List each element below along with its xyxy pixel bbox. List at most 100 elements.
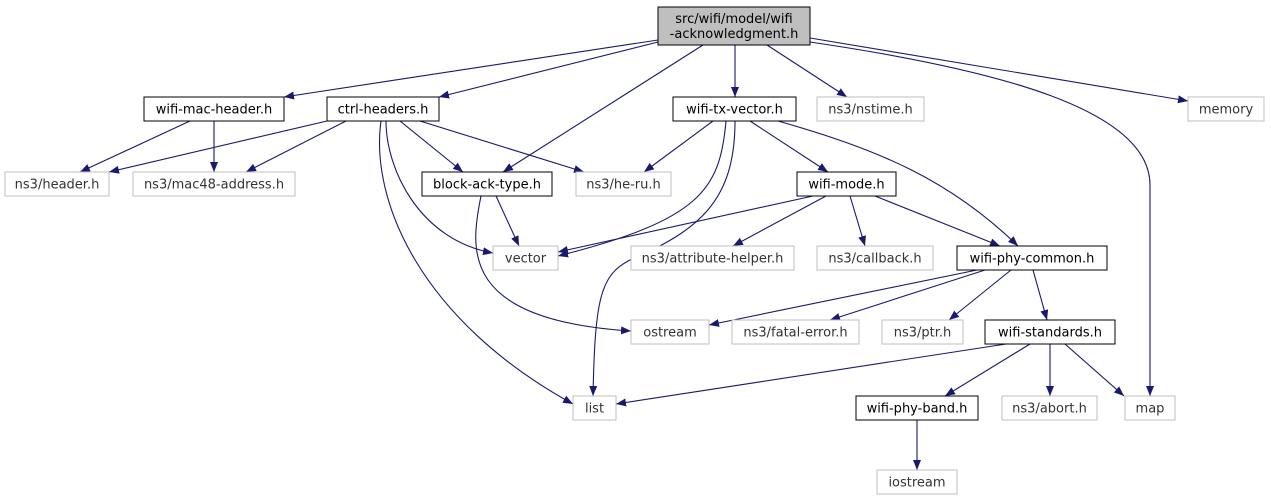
node-box [143,96,285,122]
edge-arrow [379,120,574,405]
node-root[interactable]: src/wifi/model/wifi-acknowledgment.h [657,6,811,46]
node-label: ostream [643,326,697,341]
node-nstime: ns3/nstime.h [816,96,925,122]
edge-wifi_mode-to-vector [557,195,814,254]
edge-arrow [809,37,1189,104]
edge-ctrl_headers-to-list [379,120,574,405]
edge-arrow [849,195,866,247]
node-box [816,96,925,122]
node-wifi-tx-vector[interactable]: wifi-tx-vector.h [672,96,797,122]
edge-wifi_tx_vector-to-vector [557,120,727,258]
node-box [657,6,811,46]
edge-wifi_standards-to-list [615,343,1007,407]
node-box [731,319,860,345]
edge-ctrl_headers-to-mac48 [245,120,347,173]
edge-wifi_tx_vector-to-wifi_phy_common [777,120,1019,247]
edge-arrow [399,120,464,173]
edge-arrow [948,269,1012,321]
node-label: src/wifi/model/wifi [675,12,792,27]
node-wifi-mode[interactable]: wifi-mode.h [796,171,897,197]
edge-root-to-wifi_mac_header [283,39,659,100]
edge-arrow [419,120,585,173]
edge-wifi_mode-to-callback [849,195,866,247]
node-label: memory [1199,103,1254,118]
edge-arrow [283,39,659,100]
node-box [672,96,797,122]
node-label: ctrl-headers.h [338,103,429,118]
node-box [1187,96,1265,122]
node-label: -acknowledgment.h [670,27,799,42]
edge-arrow [385,120,494,256]
node-box [796,171,897,197]
node-label: ns3/abort.h [1012,402,1087,417]
edge-wifi_mode-to-wifi_phy_common [874,195,1001,247]
node-label: ns3/mac48-address.h [144,178,284,193]
node-label: vector [505,252,547,267]
edge-arrow [557,120,727,258]
node-wifi-phy-common[interactable]: wifi-phy-common.h [956,245,1108,271]
node-label: ns3/he-ru.h [586,178,661,193]
node-label: iostream [888,476,945,491]
edge-root-to-ctrl_headers [438,41,659,99]
node-wifi-phy-band[interactable]: wifi-phy-band.h [855,395,979,421]
node-label: ns3/attribute-helper.h [642,252,784,267]
node-box [1124,395,1176,421]
node-label: block-ack-type.h [433,178,541,193]
edge-block_ack_type-to-ostream [475,195,632,335]
edge-arrow [708,269,978,327]
node-memory: memory [1187,96,1265,122]
node-block-ack-type[interactable]: block-ack-type.h [421,171,553,197]
edge-arrow [475,195,632,335]
node-box [492,245,559,271]
node-box [956,245,1108,271]
node-ostream: ostream [630,319,710,345]
node-label: wifi-phy-band.h [867,402,968,417]
node-label: ns3/callback.h [828,252,921,267]
node-he-ru: ns3/he-ru.h [575,171,672,197]
edge-arrow [79,120,191,173]
edge-ctrl_headers-to-block_ack_type [399,120,464,173]
edge-arrow [944,343,1031,397]
edge-arrow [809,41,1154,396]
node-box [421,171,553,197]
node-list: list [572,395,617,421]
edge-arrow [1064,343,1125,397]
node-box [816,245,934,271]
node-attribute-helper: ns3/attribute-helper.h [630,245,795,271]
node-ctrl-headers[interactable]: ctrl-headers.h [326,96,440,122]
edge-arrow [643,120,714,173]
edge-arrow [829,269,986,321]
node-wifi-mac-header[interactable]: wifi-mac-header.h [143,96,285,122]
node-ptr: ns3/ptr.h [881,319,964,345]
edge-ctrl_headers-to-header [108,120,328,174]
edge-arrow [766,44,848,98]
edge-arrow [732,195,827,247]
node-abort: ns3/abort.h [1001,395,1098,421]
node-box [326,96,440,122]
edge-arrow [495,195,520,247]
edge-ctrl_headers-to-vector [385,120,494,256]
node-mac48: ns3/mac48-address.h [132,171,296,197]
edge-wifi_standards-to-wifi_phy_band [944,343,1031,397]
node-iostream: iostream [876,469,958,495]
node-wifi-standards[interactable]: wifi-standards.h [984,319,1116,345]
edge-wifi_phy_common-to-ostream [708,269,978,327]
node-box [984,319,1116,345]
edge-ctrl_headers-to-he_ru [419,120,585,173]
edge-wifi_tx_vector-to-list [589,120,736,397]
node-label: map [1136,402,1165,417]
node-box [575,171,672,197]
node-box [876,469,958,495]
edge-arrow [874,195,1001,247]
edge-arrow [1032,269,1049,321]
node-box [4,171,110,197]
edge-wifi_mode-to-attribute_helper [732,195,827,247]
node-box [1001,395,1098,421]
edge-wifi_phy_common-to-wifi_standards [1032,269,1049,321]
edge-wifi_tx_vector-to-wifi_mode [749,120,829,173]
node-box [132,171,296,197]
edge-arrow [108,120,328,174]
edge-wifi_standards-to-map [1064,343,1125,397]
edge-arrow [589,120,736,397]
